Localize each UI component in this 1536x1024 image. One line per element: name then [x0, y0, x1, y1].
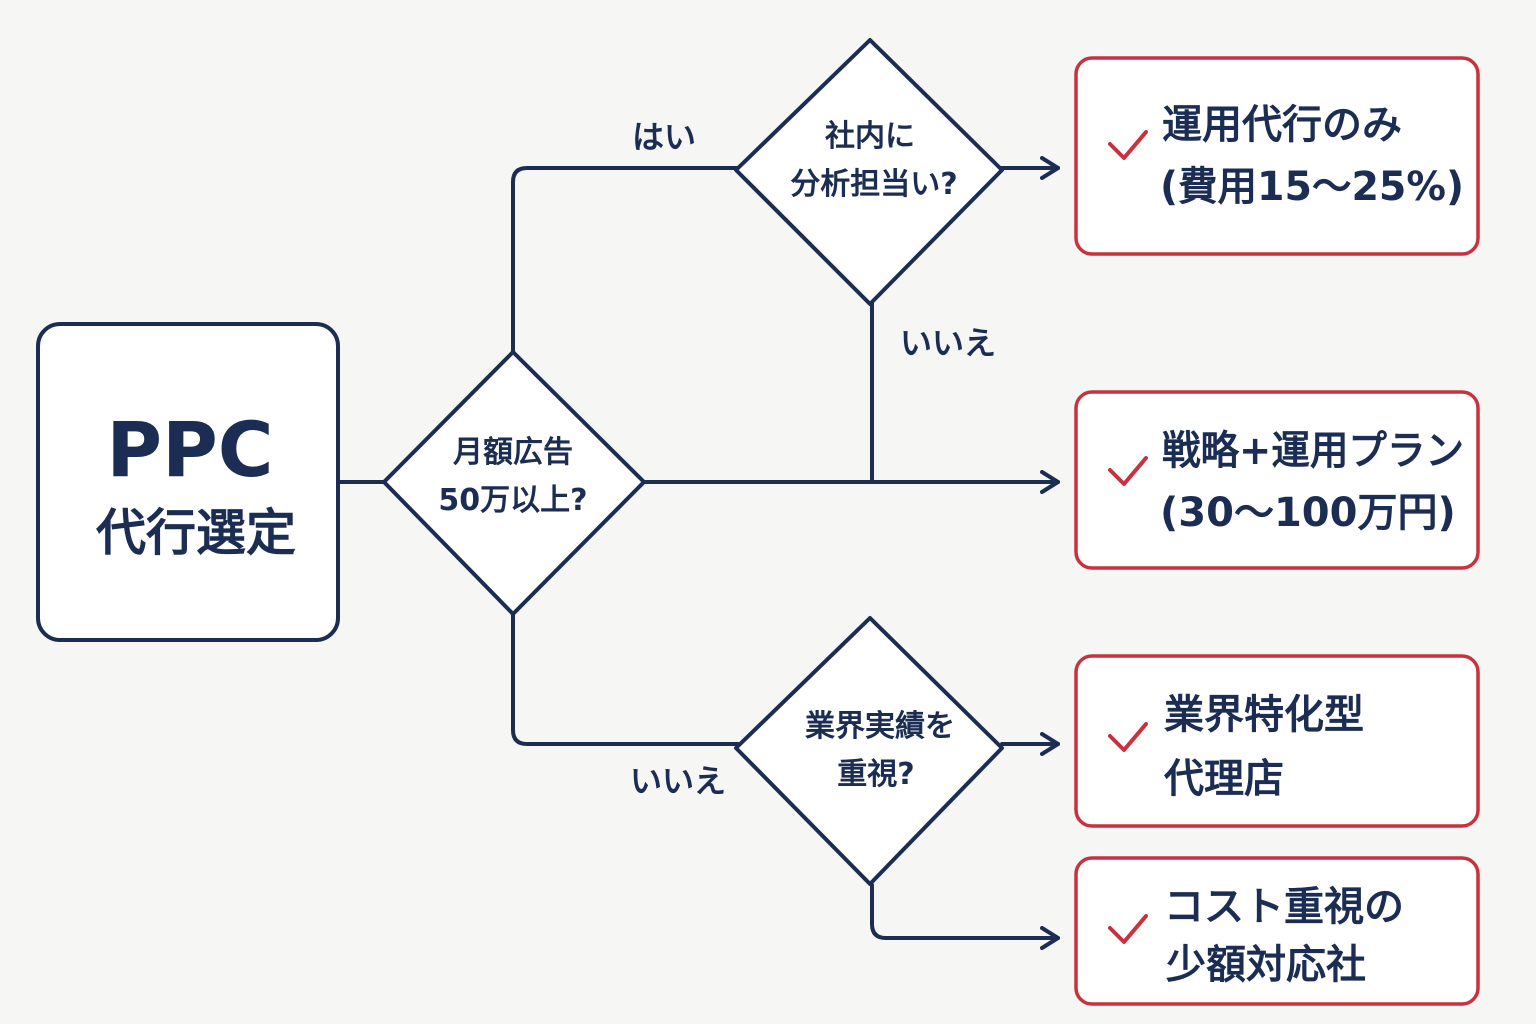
outcome-2-line1: 戦略+運用プラン — [1162, 428, 1464, 474]
outcome-1-line1: 運用代行のみ — [1162, 102, 1402, 148]
decision-industry-line2: 重視? — [837, 757, 914, 792]
decision-industry: 業界実績を 重視? — [734, 616, 1004, 886]
edge-budget-yes-to-analyst — [511, 166, 740, 357]
outcome-1-line2: (費用15〜25%) — [1160, 164, 1464, 210]
outcome-box — [1074, 56, 1480, 256]
check-icon — [1108, 456, 1148, 486]
outcome-box — [1074, 856, 1480, 1006]
check-icon — [1108, 722, 1148, 752]
edge-budget-no-to-industry — [511, 610, 740, 746]
outcome-2-line2: (30〜100万円) — [1160, 490, 1456, 536]
outcome-3-line1: 業界特化型 — [1164, 692, 1364, 738]
outcome-card-4: コスト重視の 少額対応社 — [1074, 856, 1480, 1006]
start-box — [36, 322, 340, 642]
decision-budget-line1: 月額広告 — [453, 435, 573, 470]
connectors — [336, 156, 1060, 950]
decision-analyst: 社内に 分析担当い? — [734, 38, 1004, 306]
decision-industry-line1: 業界実績を — [805, 709, 955, 744]
outcome-box — [1074, 390, 1480, 570]
outcome-4-line2: 少額対応社 — [1166, 942, 1366, 988]
start-subtitle: 代行選定 — [95, 504, 296, 562]
outcome-card-1: 運用代行のみ (費用15〜25%) — [1074, 56, 1480, 256]
start-node: PPC 代行選定 — [36, 322, 340, 642]
outcome-card-3: 業界特化型 代理店 — [1074, 654, 1480, 828]
decision-budget-diamond — [382, 350, 646, 616]
start-title: PPC — [106, 405, 273, 494]
check-icon — [1108, 914, 1148, 944]
decision-budget-line2: 50万以上? — [438, 483, 587, 518]
edge-label-analyst-no: いいえ — [900, 324, 996, 362]
edge-label-budget-no: いいえ — [630, 762, 726, 800]
check-icon — [1108, 130, 1148, 160]
decision-analyst-line1: 社内に — [825, 119, 915, 154]
edge-label-budget-yes: はい — [632, 118, 696, 156]
decision-industry-diamond — [734, 616, 1004, 886]
outcome-box — [1074, 654, 1480, 828]
decision-budget: 月額広告 50万以上? — [382, 350, 646, 616]
edge-industry-no-to-outcome-4 — [870, 883, 1060, 950]
outcome-card-2: 戦略+運用プラン (30〜100万円) — [1074, 390, 1480, 570]
outcome-4-line1: コスト重視の — [1164, 884, 1404, 930]
decision-analyst-diamond — [734, 38, 1004, 306]
decision-analyst-line2: 分析担当い? — [790, 167, 957, 202]
outcome-3-line2: 代理店 — [1163, 756, 1284, 802]
